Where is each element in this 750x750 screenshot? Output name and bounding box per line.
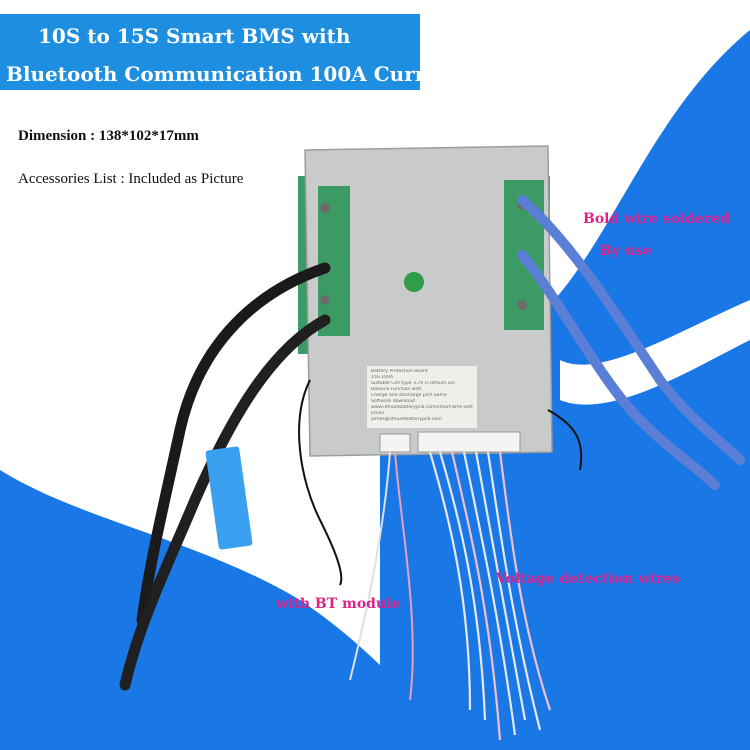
- label-row: Battery Protection Board: [371, 369, 428, 374]
- blue-wire-2: [517, 250, 720, 490]
- bold-wire-callout: Bold wire soldered: [583, 211, 730, 227]
- green-sticker: [404, 272, 424, 292]
- dimension-spec: Dimension : 138*102*17mm: [18, 128, 199, 145]
- label-row: Balance Function with: [371, 387, 422, 392]
- product-label-sticker: Battery Protection Board 15S 100A Suitab…: [366, 365, 478, 429]
- balance-connector: [417, 431, 521, 453]
- bt-wire: [394, 451, 414, 701]
- background-wave-left: [0, 470, 450, 750]
- label-row: Suitable Cell type 3.7V Li-lithium ion: [371, 381, 455, 386]
- label-row: 15S 100A: [371, 375, 394, 380]
- label-row: Email: [371, 411, 384, 416]
- dimension-label: Dimension :: [18, 128, 96, 144]
- bt-module-board: [205, 446, 253, 550]
- title-banner: [0, 14, 420, 90]
- label-row: www.lithiumbatterypcb.com/smart-bms-soft…: [371, 405, 473, 410]
- voltage-wires-callout: Voltage detection wires: [496, 571, 680, 587]
- voltage-wire-bundle: [428, 451, 552, 741]
- title-line-2: Bluetooth Communication 100A Current: [6, 62, 462, 86]
- label-row: Software download: [371, 399, 415, 404]
- label-row: Charge and discharge port Same: [371, 393, 447, 398]
- bt-module-callout: with BT module: [276, 596, 401, 612]
- bt-connector: [379, 433, 411, 453]
- temp-sensor-wire: [298, 379, 343, 586]
- dimension-value: 138*102*17mm: [98, 128, 199, 144]
- blue-wire-1: [517, 195, 745, 465]
- accessories-spec: Accessories List : Included as Picture: [18, 171, 244, 187]
- by-use-callout: By use: [600, 243, 652, 259]
- black-wire-2: [119, 314, 331, 691]
- label-row: james@lithiumbatterypcb.com: [371, 417, 442, 422]
- ntc-wire-right: [547, 409, 583, 471]
- black-wire-1: [136, 262, 331, 626]
- title-line-1: 10S to 15S Smart BMS with: [38, 24, 351, 48]
